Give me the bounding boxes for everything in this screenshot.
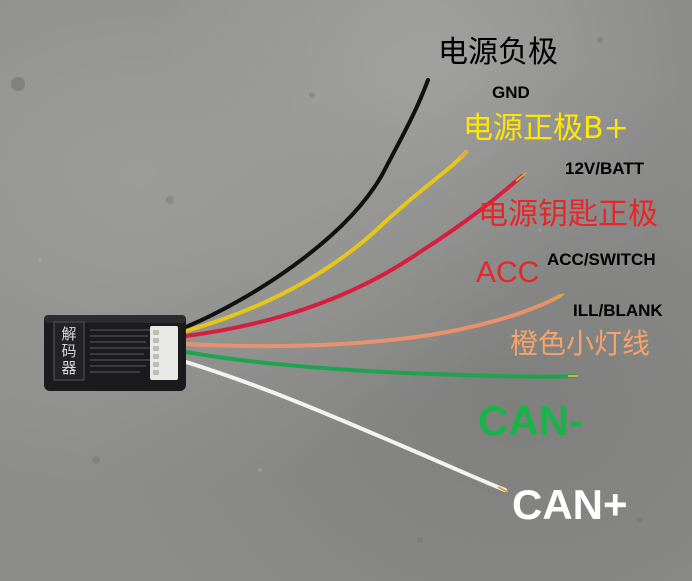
wire-end-acc: [515, 172, 527, 182]
wire-ground: [184, 78, 430, 329]
label-acc-short: ACC: [476, 256, 540, 289]
wire-battery: [184, 150, 468, 333]
wire-acc: [184, 174, 524, 338]
wire-end-can-high: [497, 486, 509, 493]
decoder-box: [44, 315, 186, 391]
label-ill-zh: 橙色小灯线: [510, 327, 651, 360]
label-ground-zh: 电源负极: [438, 35, 558, 70]
label-battery-en: 12V/BATT: [565, 159, 645, 178]
wire-can-high: [184, 360, 507, 492]
wire-can-low: [184, 350, 578, 379]
wire-end-ill: [551, 293, 565, 301]
wire-end-battery: [459, 149, 469, 159]
wire-ill: [184, 294, 562, 349]
label-acc-zh: 电源钥匙正极: [478, 197, 658, 232]
concrete-texture: [11, 37, 643, 543]
label-can-low: CAN-: [478, 397, 583, 444]
label-acc-en: ACC/SWITCH: [547, 250, 656, 269]
decoder-label: 解码器: [61, 325, 77, 377]
label-can-high: CAN+: [512, 481, 628, 528]
label-ground-en: GND: [492, 83, 530, 102]
label-battery-zh: 电源正极B+: [463, 111, 629, 146]
label-ill-en: ILL/BLANK: [573, 301, 663, 320]
